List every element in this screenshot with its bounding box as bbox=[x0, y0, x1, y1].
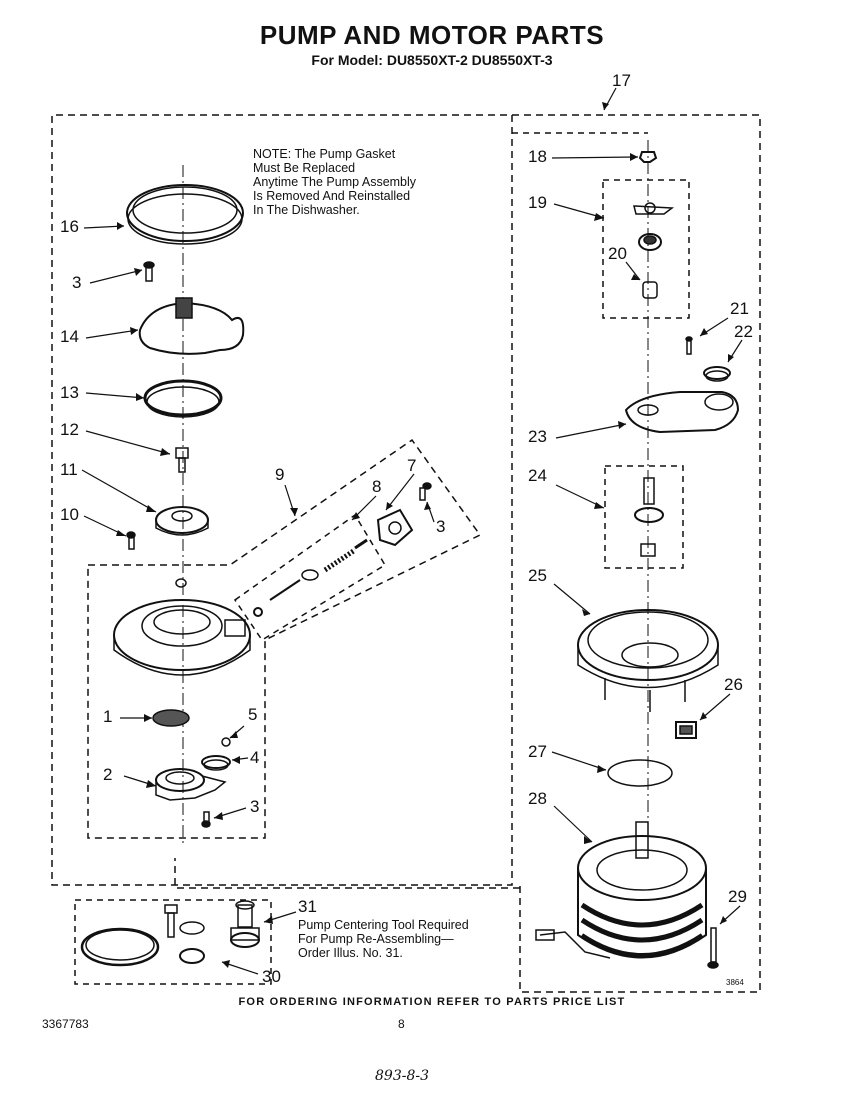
adapter-2 bbox=[155, 768, 227, 801]
screw-21 bbox=[685, 336, 693, 355]
disc-27 bbox=[607, 759, 673, 787]
callout-24: 24 bbox=[528, 466, 547, 485]
callout-25: 25 bbox=[528, 566, 547, 585]
motor-assembly-boundary bbox=[512, 114, 761, 993]
seal-ring-13 bbox=[143, 379, 223, 418]
parts-19 bbox=[633, 202, 675, 251]
callout-7: 7 bbox=[407, 456, 417, 475]
pump-gasket-16 bbox=[126, 184, 244, 245]
bracket-23 bbox=[624, 391, 740, 434]
sleeve-20 bbox=[642, 281, 658, 299]
screw-10 bbox=[126, 531, 136, 550]
callout-18: 18 bbox=[528, 147, 547, 166]
motor-28 bbox=[535, 821, 707, 959]
callout-31: 31 bbox=[298, 897, 317, 916]
strainer-1 bbox=[152, 709, 190, 727]
shaft-24 bbox=[634, 477, 664, 557]
connector-26 bbox=[675, 721, 697, 739]
part-30-kit-box bbox=[74, 899, 272, 985]
callout-13: 13 bbox=[60, 383, 79, 402]
centering-tool-31 bbox=[230, 900, 260, 948]
callout-26: 26 bbox=[724, 675, 743, 694]
callout-27: 27 bbox=[528, 742, 547, 761]
note-line: Must Be Replaced bbox=[253, 161, 356, 175]
callout-3: 3 bbox=[250, 797, 260, 816]
grommet-22 bbox=[703, 366, 731, 382]
callout-12: 12 bbox=[60, 420, 79, 439]
pump-cover-14 bbox=[138, 297, 245, 355]
callout-4: 4 bbox=[250, 748, 260, 767]
service-kit-30 bbox=[80, 904, 205, 967]
callout-21: 21 bbox=[730, 299, 749, 318]
callout-2: 2 bbox=[103, 765, 113, 784]
callout-22: 22 bbox=[734, 322, 753, 341]
note-line: Anytime The Pump Assembly bbox=[253, 175, 417, 189]
callout-8: 8 bbox=[372, 477, 382, 496]
callout-9: 9 bbox=[275, 465, 285, 484]
callout-1: 1 bbox=[103, 707, 113, 726]
callout-14: 14 bbox=[60, 327, 79, 346]
callout-30: 30 bbox=[262, 967, 281, 986]
impeller-bolt-12 bbox=[175, 447, 189, 473]
note-line: NOTE: The Pump Gasket bbox=[253, 147, 396, 161]
motor-mount-25 bbox=[577, 609, 719, 712]
pump-assembly-boundary bbox=[51, 114, 513, 886]
screw-3-right bbox=[419, 482, 432, 501]
nut-18 bbox=[638, 151, 658, 163]
note-line: In The Dishwasher. bbox=[253, 203, 360, 217]
handwritten-note: 893-8-3 bbox=[375, 1068, 429, 1084]
callout-11: 11 bbox=[60, 460, 78, 479]
valve-housing-7 bbox=[376, 508, 414, 547]
callout-3: 3 bbox=[436, 517, 446, 536]
valve-group-box bbox=[233, 513, 387, 642]
callout-17: 17 bbox=[612, 71, 631, 90]
part-19-group-box bbox=[602, 179, 690, 319]
ordering-info: FOR ORDERING INFORMATION REFER TO PARTS … bbox=[238, 996, 626, 1008]
screw-29 bbox=[707, 927, 719, 969]
screw-3-bottom bbox=[201, 811, 211, 828]
callout-16: 16 bbox=[60, 217, 79, 236]
callout-10: 10 bbox=[60, 505, 79, 524]
callout-29: 29 bbox=[728, 887, 747, 906]
tool-note-line: For Pump Re-Assembling— bbox=[298, 932, 454, 946]
ball-5 bbox=[221, 737, 231, 747]
diagram-code: 3864 bbox=[726, 978, 744, 987]
callout-20: 20 bbox=[608, 244, 627, 263]
tool-note-line: Order Illus. No. 31. bbox=[298, 946, 403, 960]
tool-note-line: Pump Centering Tool Required bbox=[298, 918, 469, 932]
callout-19: 19 bbox=[528, 193, 547, 212]
callout-5: 5 bbox=[248, 705, 258, 724]
page-number: 8 bbox=[398, 1017, 405, 1031]
page-title: PUMP AND MOTOR PARTS bbox=[259, 20, 605, 50]
callout-23: 23 bbox=[528, 427, 547, 446]
part-24-group-box bbox=[604, 465, 684, 569]
callout-28: 28 bbox=[528, 789, 547, 808]
centering-tool-note: Pump Centering Tool Required For Pump Re… bbox=[298, 918, 518, 960]
screw-3-top bbox=[143, 261, 155, 282]
check-valve-8 bbox=[253, 538, 368, 617]
callout-3: 3 bbox=[72, 273, 82, 292]
note-line: Is Removed And Reinstalled bbox=[253, 189, 411, 203]
model-subtitle: For Model: DU8550XT-2 DU8550XT-3 bbox=[311, 52, 553, 68]
impeller-11 bbox=[155, 506, 209, 536]
pump-gasket-note: NOTE: The Pump Gasket Must Be Replaced A… bbox=[253, 147, 453, 217]
document-number: 3367783 bbox=[42, 1017, 89, 1031]
o-ring-4 bbox=[201, 755, 231, 771]
pump-body-9 bbox=[113, 578, 251, 676]
